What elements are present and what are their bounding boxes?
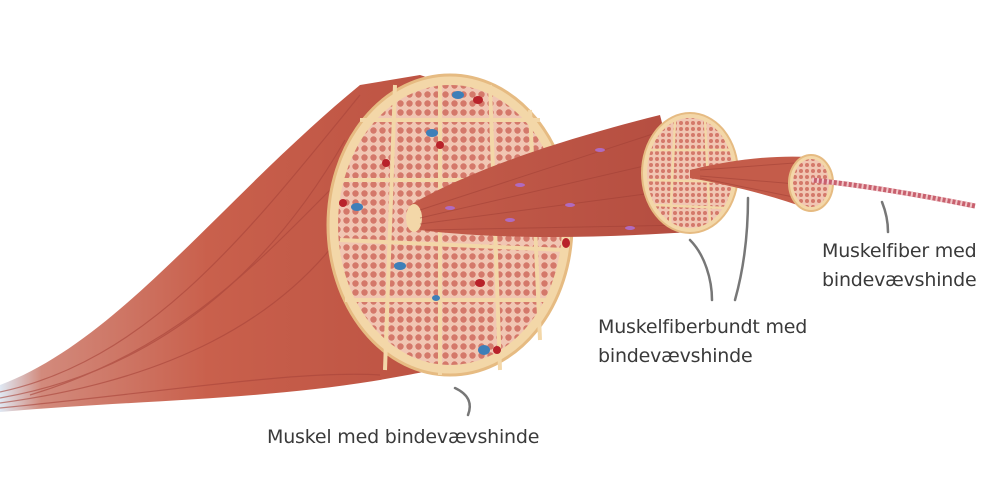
label-muscle-fiber-line1: Muskelfiber med bbox=[822, 240, 977, 262]
label-fiber-bundle-line1: Muskelfiberbundt med bbox=[598, 316, 808, 338]
label-muscle: Muskel med bindevævshinde bbox=[267, 426, 540, 448]
label-fiber-bundle: Muskelfiberbundt med bindevævshinde bbox=[598, 313, 807, 371]
muscle-fiber bbox=[690, 154, 976, 212]
label-fiber-bundle-line2: bindevævshinde bbox=[598, 345, 753, 367]
nuclei bbox=[445, 148, 635, 230]
blood-vessels bbox=[339, 91, 570, 355]
label-muscle-fiber-line2: bindevævshinde bbox=[822, 269, 977, 291]
label-muscle-fiber: Muskelfiber med bindevævshinde bbox=[822, 237, 977, 295]
leader-lines bbox=[453, 196, 890, 417]
muscle-striations bbox=[0, 94, 381, 409]
